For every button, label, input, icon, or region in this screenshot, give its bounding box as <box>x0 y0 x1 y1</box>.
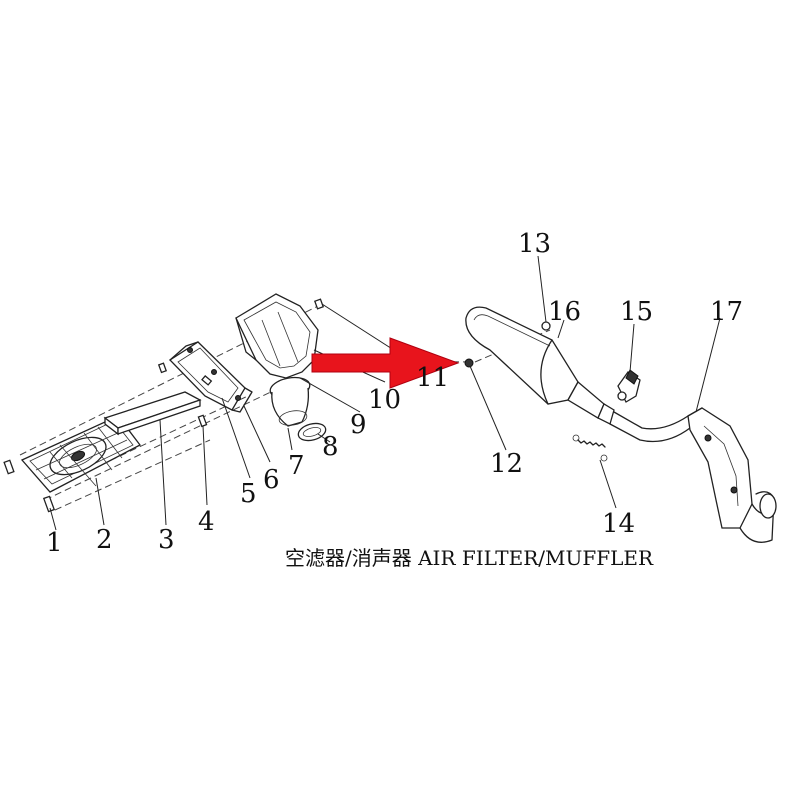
part-muffler <box>465 306 615 425</box>
callout-11: 11 <box>416 363 449 393</box>
part-spring <box>572 434 608 462</box>
callout-17: 17 <box>710 297 743 327</box>
callout-5: 5 <box>240 479 257 509</box>
callout-6: 6 <box>263 465 280 495</box>
callout-4: 4 <box>198 507 215 537</box>
part-mount-bracket <box>617 369 641 403</box>
part-header-pipe <box>609 407 777 543</box>
callout-9: 9 <box>350 410 367 440</box>
callout-7: 7 <box>288 451 305 481</box>
callout-2: 2 <box>96 525 113 555</box>
callout-8: 8 <box>322 432 339 462</box>
callout-14: 14 <box>602 509 635 539</box>
part-hose-clamp <box>297 422 327 442</box>
callout-10: 10 <box>368 385 401 415</box>
diagram-caption: 空滤器/消声器 AIR FILTER/MUFFLER <box>285 546 654 570</box>
part-filter-element <box>103 391 202 436</box>
part-filter-cage <box>20 415 141 493</box>
callout-12: 12 <box>490 449 523 479</box>
callout-13: 13 <box>518 229 551 259</box>
part-screw <box>3 459 56 513</box>
callout-numbers: 1 2 3 4 5 6 7 8 9 10 11 12 13 14 15 16 1… <box>46 229 743 558</box>
part-airbox-housing <box>168 341 253 413</box>
indicator-arrow <box>311 337 460 389</box>
part-intake-boot <box>269 376 311 427</box>
part-airbox-cover <box>235 293 325 379</box>
part-nut <box>464 358 474 368</box>
callout-1: 1 <box>46 528 63 558</box>
part-small-screw <box>157 362 208 428</box>
callout-15: 15 <box>620 297 653 327</box>
callout-16: 16 <box>548 297 581 327</box>
callout-3: 3 <box>158 525 175 555</box>
